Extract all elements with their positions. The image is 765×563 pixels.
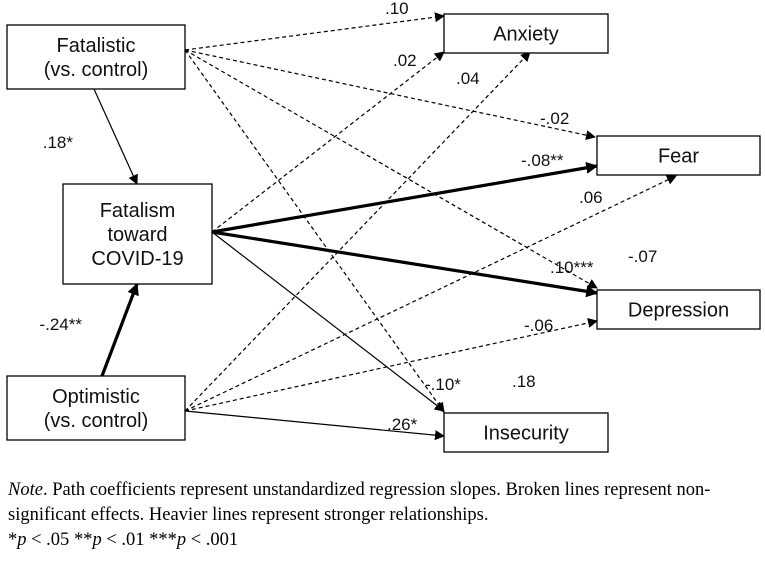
node-optimistic: Optimistic(vs. control)	[6, 375, 186, 441]
note-label: Note	[8, 480, 43, 500]
sig-stars-2: **	[69, 530, 93, 550]
path-diagram: .18* -.24** .10 -.02 -.07 .18 .02 -.08** .10*** -…	[6, 0, 761, 453]
sig-threshold-3: < .001	[186, 530, 239, 550]
node-anxiety: Anxiety	[443, 13, 609, 54]
path-fatalism-to-insecurity	[211, 231, 445, 412]
node-depression: Depression	[596, 289, 761, 330]
node-fear-label: Fear	[658, 146, 699, 168]
node-fatalistic-label: Fatalistic	[57, 35, 136, 57]
coef-optimistic-to-depression: -.06	[524, 316, 553, 335]
path-fatalism-to-fear	[211, 161, 599, 234]
coef-fatalistic-to-insecurity: .18	[512, 372, 536, 391]
node-fatalism-label: toward	[107, 224, 167, 246]
note-body: . Path coefficients represent unstandard…	[8, 480, 711, 525]
significance-legend: *p < .05 **p < .01 ***p < .001	[8, 528, 760, 553]
coef-fatalism-to-anxiety: .02	[393, 51, 417, 70]
path-fatalism-to-depression	[211, 230, 599, 298]
node-insecurity-label: Insecurity	[483, 423, 569, 445]
sig-p-3: p	[176, 530, 187, 550]
path-fatalistic-to-fatalism	[93, 88, 138, 185]
coef-optimistic-to-fatalism: -.24**	[39, 315, 82, 334]
coef-fatalistic-to-fear: -.02	[540, 109, 569, 128]
node-fear: Fear	[596, 135, 761, 176]
path-optimistic-to-anxiety	[184, 51, 531, 412]
sig-p-1: p	[17, 530, 27, 550]
sig-threshold-1: < .05	[26, 530, 70, 550]
node-insecurity: Insecurity	[443, 412, 609, 453]
node-depression-label: Depression	[628, 300, 729, 322]
node-anxiety-label: Anxiety	[493, 24, 559, 46]
coef-fatalism-to-depression: .10***	[550, 258, 594, 277]
path-edges	[93, 12, 677, 441]
path-optimistic-to-fatalism	[100, 282, 139, 377]
node-fatalism-label: Fatalism	[100, 200, 176, 222]
coef-fatalistic-to-fatalism: .18*	[43, 133, 74, 152]
node-optimistic-label: Optimistic	[52, 386, 140, 408]
sig-threshold-2: < .01	[101, 530, 145, 550]
path-fatalistic-to-depression	[184, 49, 598, 289]
sig-p-2: p	[92, 530, 102, 550]
node-fatalistic: Fatalistic(vs. control)	[6, 24, 186, 90]
coef-optimistic-to-anxiety: .04	[456, 69, 480, 88]
variable-boxes: Fatalistic(vs. control)FatalismtowardCOV…	[6, 13, 761, 453]
node-fatalistic-label: (vs. control)	[44, 59, 148, 81]
coef-fatalistic-to-depression: -.07	[628, 247, 657, 266]
sig-stars-3: ***	[144, 530, 177, 550]
coef-fatalism-to-fear: -.08**	[521, 151, 564, 170]
path-optimistic-to-insecurity	[184, 410, 445, 441]
coefficient-labels: .18* -.24** .10 -.02 -.07 .18 .02 -.08** .10*** -…	[39, 0, 657, 434]
path-fatalism-to-anxiety	[211, 51, 445, 233]
node-optimistic-label: (vs. control)	[44, 410, 148, 432]
path-optimistic-to-depression	[184, 318, 598, 412]
node-fatalism-label: COVID-19	[91, 248, 183, 270]
coef-fatalism-to-insecurity: -.10*	[425, 375, 461, 394]
note-text: Note. Path coefficients represent unstan…	[8, 478, 760, 528]
coef-optimistic-to-insecurity: .26*	[387, 415, 418, 434]
sig-stars-1: *	[8, 530, 18, 550]
path-fatalistic-to-anxiety	[184, 12, 445, 51]
coef-optimistic-to-fear: .06	[579, 188, 603, 207]
figure-note: Note. Path coefficients represent unstan…	[8, 478, 760, 553]
coef-fatalistic-to-anxiety: .10	[385, 0, 409, 18]
